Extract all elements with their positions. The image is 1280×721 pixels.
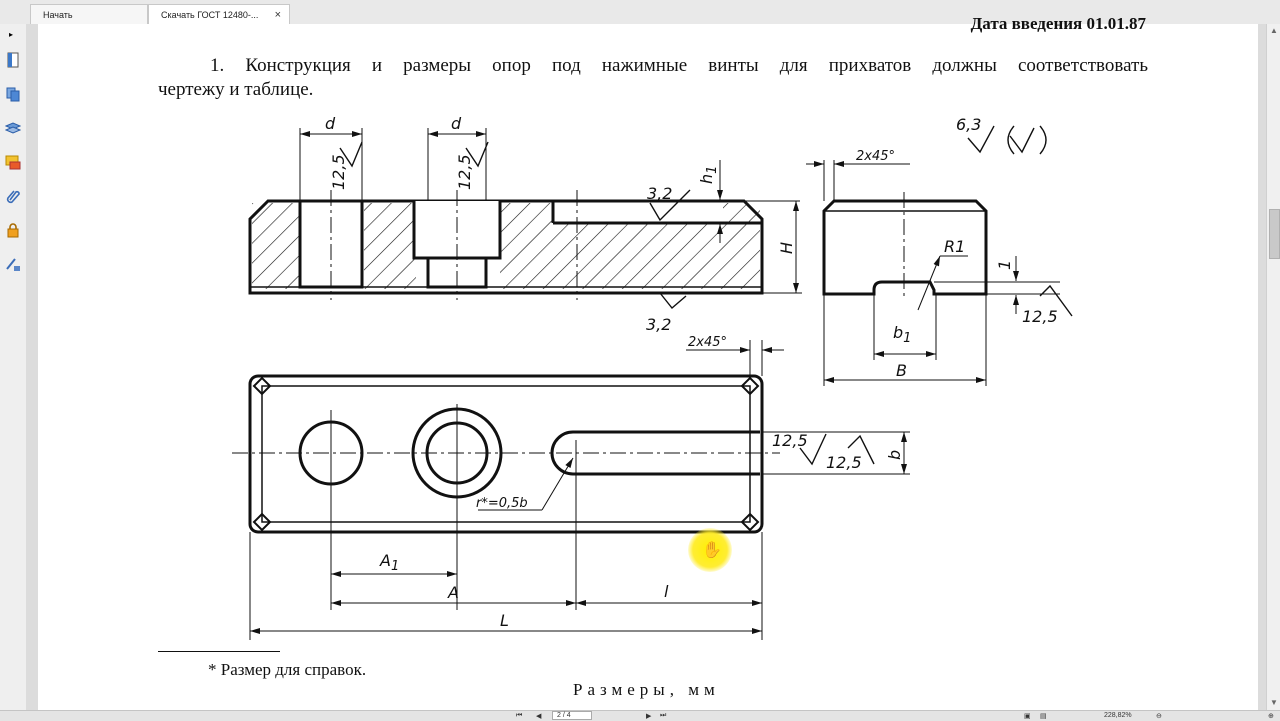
sidebar-divider xyxy=(26,24,38,710)
zoom-out-icon[interactable]: ⊖ xyxy=(1156,713,1162,720)
dim-b-label: b xyxy=(885,450,904,460)
dim-B-label: B xyxy=(896,361,907,380)
chamfer-label: 2x45° xyxy=(856,149,895,164)
scroll-up-icon[interactable]: ▲ xyxy=(1270,26,1278,35)
roughness-label: 12,5 xyxy=(826,453,862,472)
page-number-field[interactable]: 2 / 4 xyxy=(552,711,592,720)
radius-label: R1 xyxy=(944,237,965,256)
zoom-level[interactable]: 228,82% xyxy=(1104,712,1132,719)
scroll-thumb[interactable] xyxy=(1269,209,1280,259)
dim-d-label: d xyxy=(451,114,462,133)
tab-label: Начать xyxy=(43,10,73,20)
tab-start[interactable]: Начать xyxy=(30,4,148,24)
dim-L-label: L xyxy=(500,611,509,630)
status-bar: ⏮ ◀ 2 / 4 ▶ ⏭ ▣ ▤ 228,82% ⊖ ⊕ xyxy=(0,710,1280,721)
scroll-down-icon[interactable]: ▼ xyxy=(1270,698,1278,707)
roughness-label: 12,5 xyxy=(329,154,348,190)
footnote-divider xyxy=(158,651,280,652)
tab-label: Скачать ГОСТ 12480-... xyxy=(161,10,259,20)
prev-page-icon[interactable]: ◀ xyxy=(536,713,542,720)
dim-d-label: d xyxy=(325,114,336,133)
roughness-label: 6,3 xyxy=(956,115,981,134)
section-view xyxy=(248,128,802,310)
dim-H-label: H xyxy=(777,242,796,254)
chamfer-label: 2x45° xyxy=(688,335,727,350)
signature-icon[interactable] xyxy=(5,256,21,272)
left-toolbar: ▸ xyxy=(0,24,27,710)
roughness-label: 3,2 xyxy=(647,184,672,203)
single-page-icon[interactable]: ▣ xyxy=(1024,713,1031,720)
comment-icon[interactable] xyxy=(5,154,21,170)
radius-label: r*=0,5b xyxy=(476,496,528,511)
date-line: Дата введения 01.01.87 xyxy=(970,14,1146,33)
vertical-scrollbar[interactable]: ▲ ▼ xyxy=(1266,24,1280,710)
dim-A1-label: A1 xyxy=(379,551,399,574)
first-page-icon[interactable]: ⏮ xyxy=(516,712,523,719)
dim-l-label: l xyxy=(664,582,669,601)
roughness-label: 12,5 xyxy=(1022,307,1058,326)
layers-icon[interactable] xyxy=(5,120,21,136)
close-tab-icon[interactable]: × xyxy=(274,9,281,21)
document-page: Дата введения 01.01.87 1. Конструкция и … xyxy=(38,14,1258,710)
technical-drawing: d d 12,5 12,5 h1 H 3,2 3,2 2x45° 2x45° 6… xyxy=(232,114,1073,640)
zoom-in-icon[interactable]: ⊕ xyxy=(1268,713,1274,720)
roughness-label: 3,2 xyxy=(646,315,671,334)
footnote: * Размер для справок. xyxy=(208,660,367,679)
copy-icon[interactable] xyxy=(5,86,21,102)
dim-b1-label: b1 xyxy=(893,323,911,346)
tab-document[interactable]: Скачать ГОСТ 12480-... × xyxy=(148,4,290,24)
side-view xyxy=(806,125,1073,386)
paragraph-line: 1. Конструкция и размеры опор под нажимн… xyxy=(210,55,1148,76)
dim-label: 1 xyxy=(995,260,1014,270)
paragraph-line: чертежу и таблице. xyxy=(158,79,314,100)
dim-A-label: A xyxy=(447,583,459,602)
page-margin xyxy=(1258,24,1266,710)
last-page-icon[interactable]: ⏭ xyxy=(660,712,667,719)
roughness-label: 12,5 xyxy=(772,431,808,450)
plan-view xyxy=(232,340,910,640)
mouse-cursor-highlight: ✋ xyxy=(688,528,732,572)
next-page-icon[interactable]: ▶ xyxy=(646,713,652,720)
hand-cursor-icon: ✋ xyxy=(702,542,722,559)
dim-h1-label: h1 xyxy=(697,166,720,184)
page-icon[interactable] xyxy=(5,52,21,68)
expand-icon[interactable]: ▸ xyxy=(9,30,14,39)
continuous-page-icon[interactable]: ▤ xyxy=(1040,713,1047,720)
roughness-label: 12,5 xyxy=(455,154,474,190)
lock-icon[interactable] xyxy=(5,222,21,238)
paragraph-1: 1. Конструкция и размеры опор под нажимн… xyxy=(158,54,1148,102)
sizes-heading: Размеры, мм xyxy=(573,680,720,699)
attachment-icon[interactable] xyxy=(5,188,21,204)
